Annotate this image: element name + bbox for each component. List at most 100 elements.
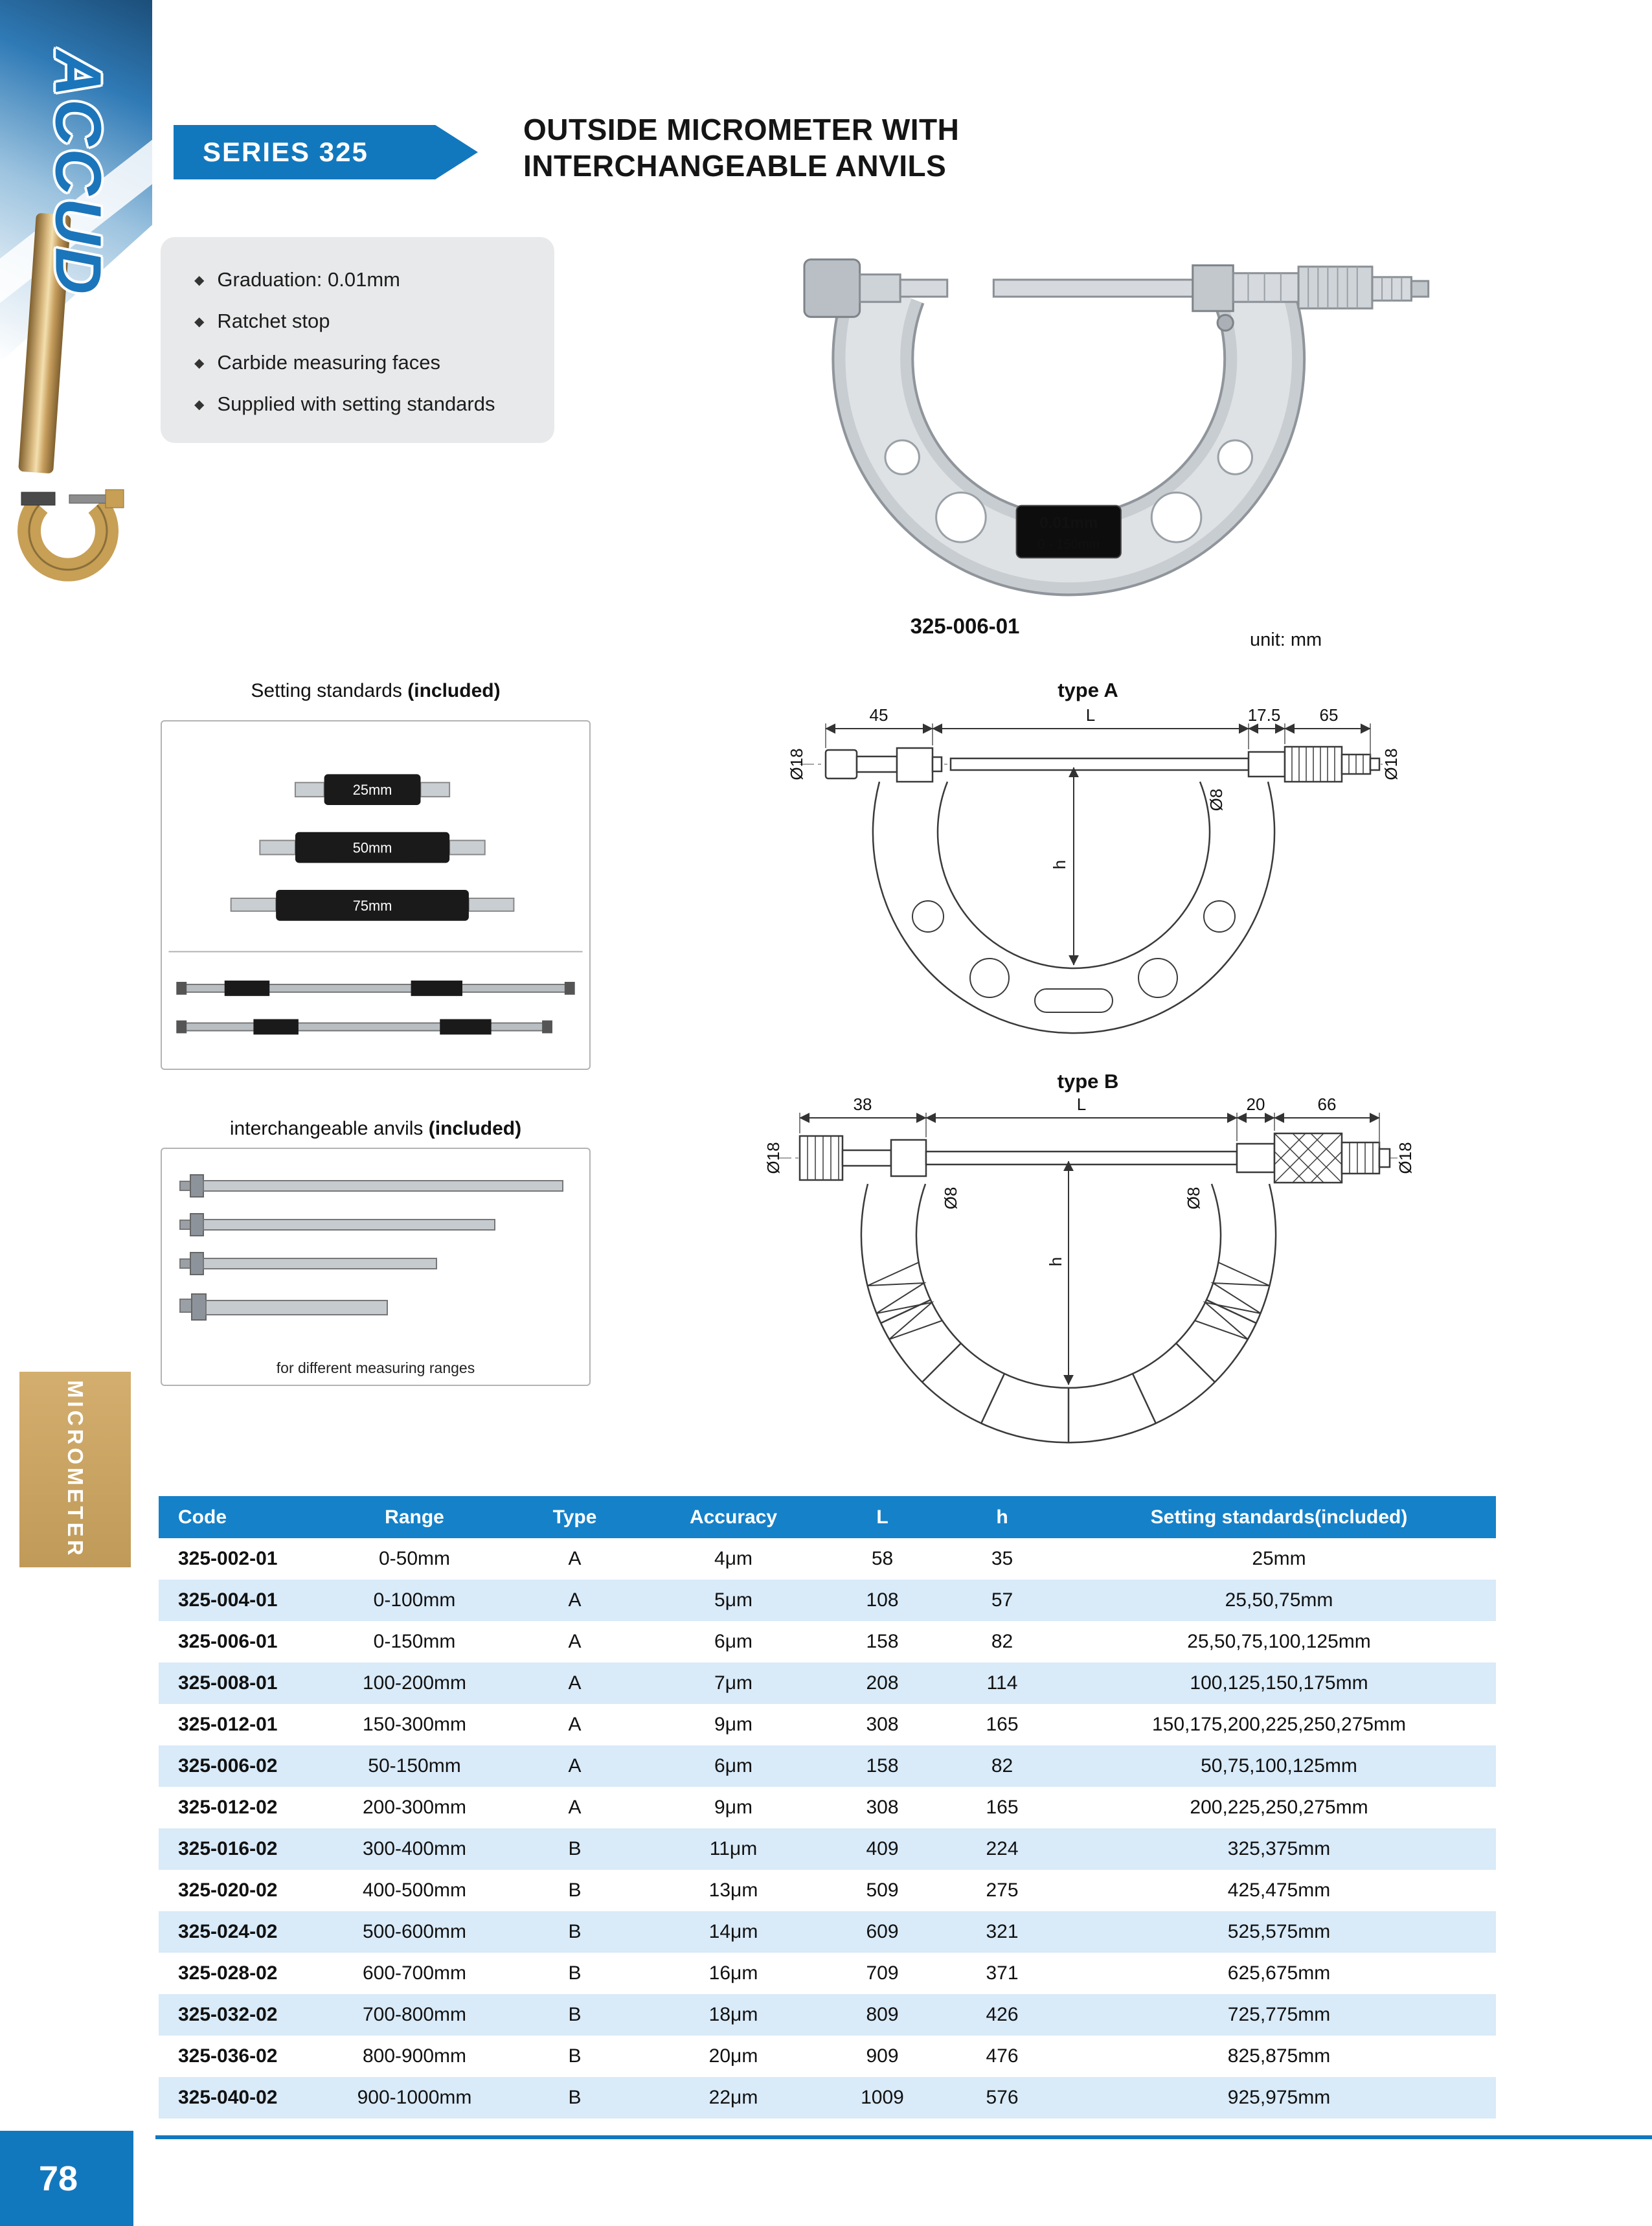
table-cell: 100-200mm (362, 1672, 467, 1694)
feature-label: Ratchet stop (217, 310, 330, 332)
diamond-bullet-icon: ◆ (194, 314, 205, 329)
diamond-bullet-icon: ◆ (194, 397, 205, 412)
table-cell: 308 (866, 1797, 899, 1818)
standard-label: 75mm (353, 898, 392, 914)
cell-code: 325-012-01 (178, 1714, 278, 1735)
table-cell: 165 (986, 1797, 1019, 1818)
table-cell: 82 (991, 1755, 1013, 1777)
table-cell: 14μm (708, 1921, 758, 1942)
diamond-bullet-icon: ◆ (194, 356, 205, 370)
header-cell-h: h (942, 1496, 1062, 1538)
cell-code: 325-002-01 (178, 1548, 278, 1569)
dim-label-45: 45 (870, 705, 888, 725)
cell-code: 325-032-02 (178, 2004, 278, 2025)
table-cell: 165 (986, 1714, 1019, 1735)
table-cell: 58 (871, 1548, 894, 1569)
table-cell: 13μm (708, 1880, 758, 1901)
cell-code: 325-006-01 (178, 1631, 278, 1652)
feature-item: ◆ Graduation: 0.01mm (194, 259, 554, 301)
table-cell: 208 (866, 1672, 899, 1694)
table-cell: 16μm (708, 1962, 758, 1984)
dim-label-d8-right: Ø8 (1184, 1187, 1203, 1210)
anvils-figure (179, 1174, 563, 1321)
table-cell: 426 (986, 2004, 1019, 2025)
table-cell: 925,975mm (1227, 2087, 1331, 2108)
series-banner: SERIES 325 (174, 125, 478, 179)
feature-label: Graduation: 0.01mm (217, 268, 400, 291)
table-cell: 50-150mm (368, 1755, 461, 1777)
table-cell: B (568, 2045, 582, 2067)
standards-title: Setting standards (included) (251, 680, 501, 701)
table-cell: A (568, 1672, 582, 1694)
header-cell-code: Code (159, 1496, 324, 1538)
table-cell: 6μm (714, 1631, 752, 1652)
type-a-label: type A (1058, 679, 1118, 701)
dim-label-L: L (1077, 1095, 1086, 1114)
table-cell: 275 (986, 1880, 1019, 1901)
cell-code: 325-016-02 (178, 1838, 278, 1859)
dim-label-17-5: 17.5 (1248, 705, 1281, 725)
table-cell: 200,225,250,275mm (1190, 1797, 1368, 1818)
table-cell: 25mm (1252, 1548, 1306, 1569)
table-cell: A (568, 1589, 582, 1611)
cell-code: 325-040-02 (178, 2087, 278, 2108)
table-cell: 500-600mm (362, 1921, 467, 1942)
table-cell: 0-100mm (373, 1589, 456, 1611)
page-title-line2: INTERCHANGEABLE ANVILS (523, 149, 947, 183)
table-cell: 800-900mm (362, 2045, 467, 2067)
table-cell: 609 (866, 1921, 899, 1942)
dim-label-65: 65 (1320, 705, 1339, 725)
page-title: OUTSIDE MICROMETER WITH INTERCHANGEABLE … (523, 111, 959, 184)
table-cell: 476 (986, 2045, 1019, 2067)
header-cell-L: L (822, 1496, 942, 1538)
table-cell: 308 (866, 1714, 899, 1735)
table-cell: 4μm (714, 1548, 752, 1569)
table-cell: 409 (866, 1838, 899, 1859)
header-cell-type: Type (505, 1496, 644, 1538)
dim-label-d8-left: Ø8 (941, 1187, 960, 1210)
table-cell: 900-1000mm (357, 2087, 472, 2108)
type-b-drawing: 38 L 20 66 Ø18 Ø18 Ø8 Ø8 h (764, 1095, 1415, 1444)
table-cell: B (568, 1921, 582, 1942)
table-cell: 0-50mm (378, 1548, 451, 1569)
table-cell: 22μm (708, 2087, 758, 2108)
product-model: 325-006-01 (910, 614, 1020, 638)
table-cell: 700-800mm (362, 2004, 467, 2025)
page-number-block: 78 (0, 2131, 133, 2226)
table-cell: 425,475mm (1227, 1880, 1331, 1901)
dim-label-h: h (1050, 860, 1069, 869)
feature-item: ◆ Supplied with setting standards (194, 383, 554, 425)
micrometer-thumbnail-icon (17, 489, 124, 582)
standards-figure: 25mm 50mm 75mm (168, 774, 583, 1035)
standards-box: 25mm 50mm 75mm (161, 720, 591, 1070)
table-header-row: Code Range Type Accuracy L h Setting sta… (159, 1496, 1496, 1538)
table-cell: 35 (991, 1548, 1013, 1569)
features-box: ◆ Graduation: 0.01mm ◆ Ratchet stop ◆ Ca… (161, 237, 554, 443)
table-cell: 325,375mm (1227, 1838, 1331, 1859)
plate-graduation-label: 0.01mm (1039, 514, 1098, 532)
table-cell: 371 (986, 1962, 1019, 1984)
cell-code: 325-012-02 (178, 1797, 278, 1818)
page-number: 78 (39, 2159, 78, 2198)
table-cell: 158 (866, 1755, 899, 1777)
table-cell: 9μm (714, 1797, 752, 1818)
type-b-label: type B (1057, 1070, 1119, 1093)
feature-label: Carbide measuring faces (217, 351, 441, 374)
cell-code: 325-024-02 (178, 1921, 278, 1942)
cell-code: 325-020-02 (178, 1880, 278, 1901)
dim-label-66: 66 (1318, 1095, 1337, 1114)
table-cell: 400-500mm (362, 1880, 467, 1901)
cell-code: 325-036-02 (178, 2045, 278, 2067)
table-cell: B (568, 1962, 582, 1984)
